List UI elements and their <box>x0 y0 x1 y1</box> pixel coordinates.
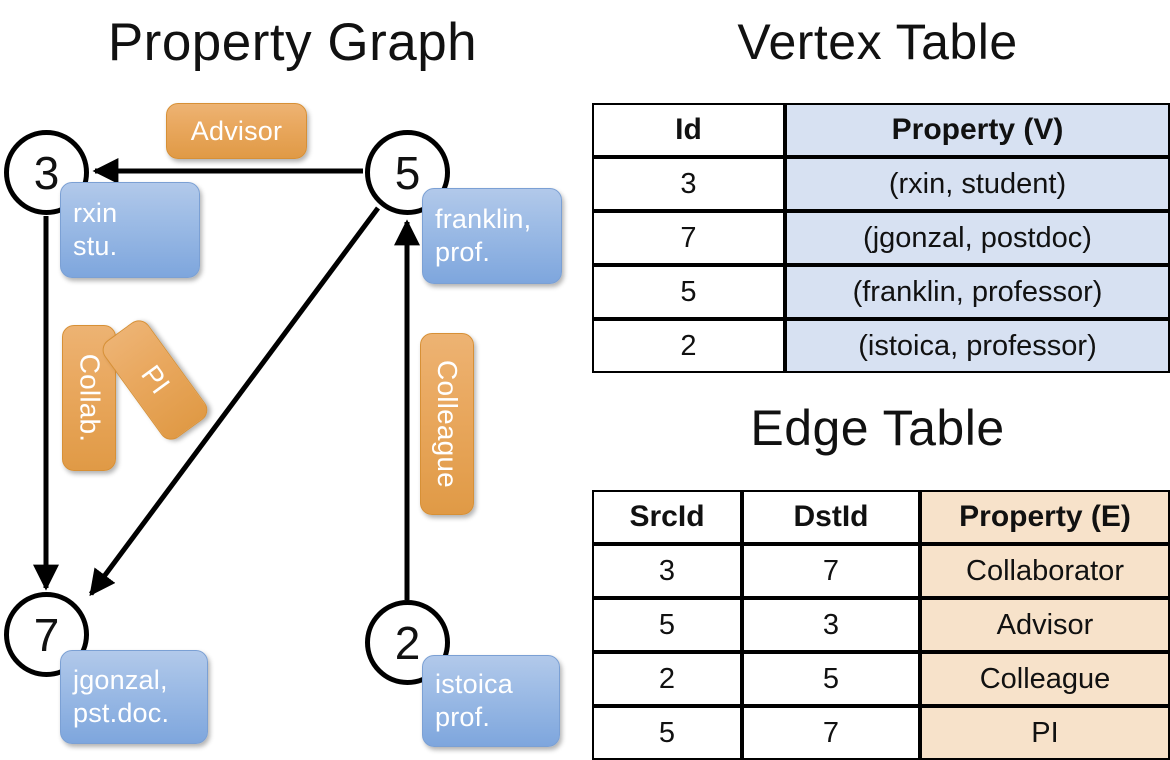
table-row[interactable]: 3 (rxin, student) <box>592 157 1170 211</box>
vertex-property-5-line1: franklin, <box>435 204 532 234</box>
edge-table-col-property: Property (E) <box>920 490 1170 544</box>
vertex-property-box-5[interactable]: franklin, prof. <box>422 188 562 284</box>
table-row[interactable]: 3 7 Collaborator <box>592 544 1170 598</box>
edge-label-pi-text: PI <box>134 359 176 400</box>
edge-label-advisor-text: Advisor <box>190 115 283 146</box>
graph-node-7-label: 7 <box>33 608 60 661</box>
graph-node-2[interactable]: 2 <box>365 600 450 685</box>
vertex-cell-id: 2 <box>592 319 785 373</box>
graph-node-5[interactable]: 5 <box>365 130 450 215</box>
edge-5-to-7-pi <box>88 206 381 597</box>
edge-cell-srcid: 3 <box>592 544 742 598</box>
vertex-cell-property: (jgonzal, postdoc) <box>785 211 1170 265</box>
table-row[interactable]: 5 7 PI <box>592 706 1170 760</box>
vertex-cell-property: (istoica, professor) <box>785 319 1170 373</box>
edge-table: SrcId DstId Property (E) 3 7 Collaborato… <box>592 490 1170 760</box>
edge-cell-property: Collaborator <box>920 544 1170 598</box>
graph-node-2-label: 2 <box>394 616 421 669</box>
vertex-cell-id: 5 <box>592 265 785 319</box>
vertex-property-box-7[interactable]: jgonzal, pst.doc. <box>60 650 208 744</box>
vertex-cell-property: (franklin, professor) <box>785 265 1170 319</box>
page-title-edge-table: Edge Table <box>750 400 1005 456</box>
edge-label-advisor[interactable]: Advisor <box>166 103 307 159</box>
edge-cell-property: Colleague <box>920 652 1170 706</box>
vertex-cell-id: 7 <box>592 211 785 265</box>
table-row[interactable]: 2 (istoica, professor) <box>592 319 1170 373</box>
edge-table-col-srcid: SrcId <box>592 490 742 544</box>
vertex-cell-id: 3 <box>592 157 785 211</box>
vertex-table-col-property: Property (V) <box>785 103 1170 157</box>
edge-cell-property: PI <box>920 706 1170 760</box>
vertex-property-7-line1: jgonzal, <box>73 665 168 695</box>
edge-cell-srcid: 5 <box>592 598 742 652</box>
vertex-property-2-line1: istoica <box>435 669 513 699</box>
vertex-table: Id Property (V) 3 (rxin, student) 7 (jgo… <box>592 103 1170 373</box>
vertex-property-box-2[interactable]: istoica prof. <box>422 655 560 747</box>
vertex-property-box-3[interactable]: rxin stu. <box>60 182 200 278</box>
graph-node-5-label: 5 <box>394 146 421 199</box>
vertex-property-5-line2: prof. <box>435 237 491 267</box>
vertex-cell-property: (rxin, student) <box>785 157 1170 211</box>
table-row[interactable]: 5 3 Advisor <box>592 598 1170 652</box>
edge-table-col-dstid: DstId <box>742 490 920 544</box>
edge-cell-property: Advisor <box>920 598 1170 652</box>
table-row[interactable]: 5 (franklin, professor) <box>592 265 1170 319</box>
vertex-property-2-line2: prof. <box>435 702 491 732</box>
edge-cell-dstid: 5 <box>742 652 920 706</box>
page-title-vertex-table: Vertex Table <box>737 14 1018 70</box>
graph-edges-layer <box>33 158 420 600</box>
edge-label-collab-text: Collab. <box>74 353 105 443</box>
edge-label-colleague[interactable]: Colleague <box>420 333 474 515</box>
vertex-table-col-id: Id <box>592 103 785 157</box>
edge-cell-dstid: 7 <box>742 544 920 598</box>
vertex-property-3-line1: rxin <box>73 198 118 228</box>
edge-label-colleague-text: Colleague <box>432 360 463 488</box>
edge-cell-dstid: 3 <box>742 598 920 652</box>
vertex-table-header-row: Id Property (V) <box>592 103 1170 157</box>
edge-cell-srcid: 2 <box>592 652 742 706</box>
vertex-property-7-line2: pst.doc. <box>73 698 170 728</box>
graph-node-3-label: 3 <box>33 146 60 199</box>
edge-cell-srcid: 5 <box>592 706 742 760</box>
table-row[interactable]: 2 5 Colleague <box>592 652 1170 706</box>
edge-cell-dstid: 7 <box>742 706 920 760</box>
vertex-property-3-line2: stu. <box>73 231 118 261</box>
page-title-property-graph: Property Graph <box>107 13 478 72</box>
table-row[interactable]: 7 (jgonzal, postdoc) <box>592 211 1170 265</box>
edge-table-header-row: SrcId DstId Property (E) <box>592 490 1170 544</box>
